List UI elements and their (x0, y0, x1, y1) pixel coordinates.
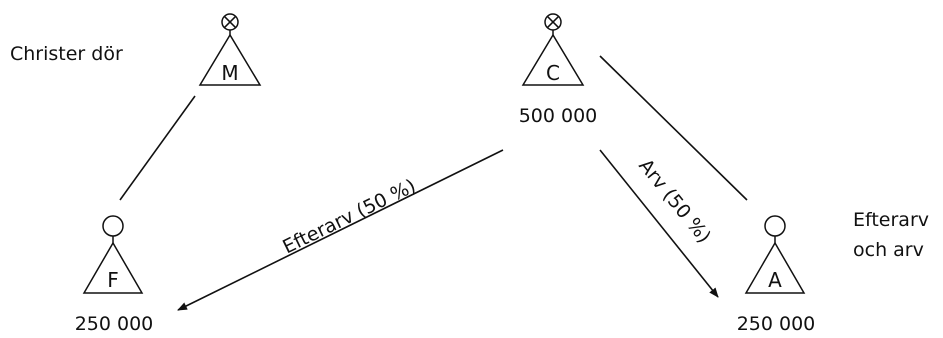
arrow-c-to-a (599, 149, 719, 298)
person-f-letter: F (107, 268, 119, 292)
person-a: A 250 000 (737, 215, 816, 335)
person-body-triangle (521, 33, 585, 86)
arrow-c-to-f (177, 149, 504, 311)
person-f: F 250 000 (75, 215, 154, 335)
person-c-letter: C (546, 61, 560, 85)
person-m-letter: M (221, 61, 238, 85)
caption-text: Christer dör (10, 43, 123, 65)
relation-line-m-f (119, 95, 196, 201)
person-a-amount: 250 000 (737, 313, 816, 335)
transfer-label-to-f: Efterarv (50 %) (279, 175, 419, 258)
person-body-triangle (744, 241, 806, 294)
person-c: C 500 000 (519, 13, 598, 127)
deceased-marker-icon (221, 13, 239, 31)
person-body-triangle (198, 33, 262, 86)
alive-marker-icon (764, 215, 786, 237)
person-a-letter: A (768, 268, 782, 292)
person-m: M (198, 13, 262, 86)
person-f-amount: 250 000 (75, 313, 154, 335)
transfer-label-to-a: Arv (50 %) (634, 155, 715, 247)
side-note-line1: Efterarv (853, 209, 929, 231)
person-body-triangle (82, 241, 144, 294)
alive-marker-icon (102, 215, 124, 237)
side-note-line2: och arv (853, 239, 924, 261)
person-c-amount: 500 000 (519, 105, 598, 127)
deceased-marker-icon (544, 13, 562, 31)
relation-line-c-a (599, 55, 748, 201)
